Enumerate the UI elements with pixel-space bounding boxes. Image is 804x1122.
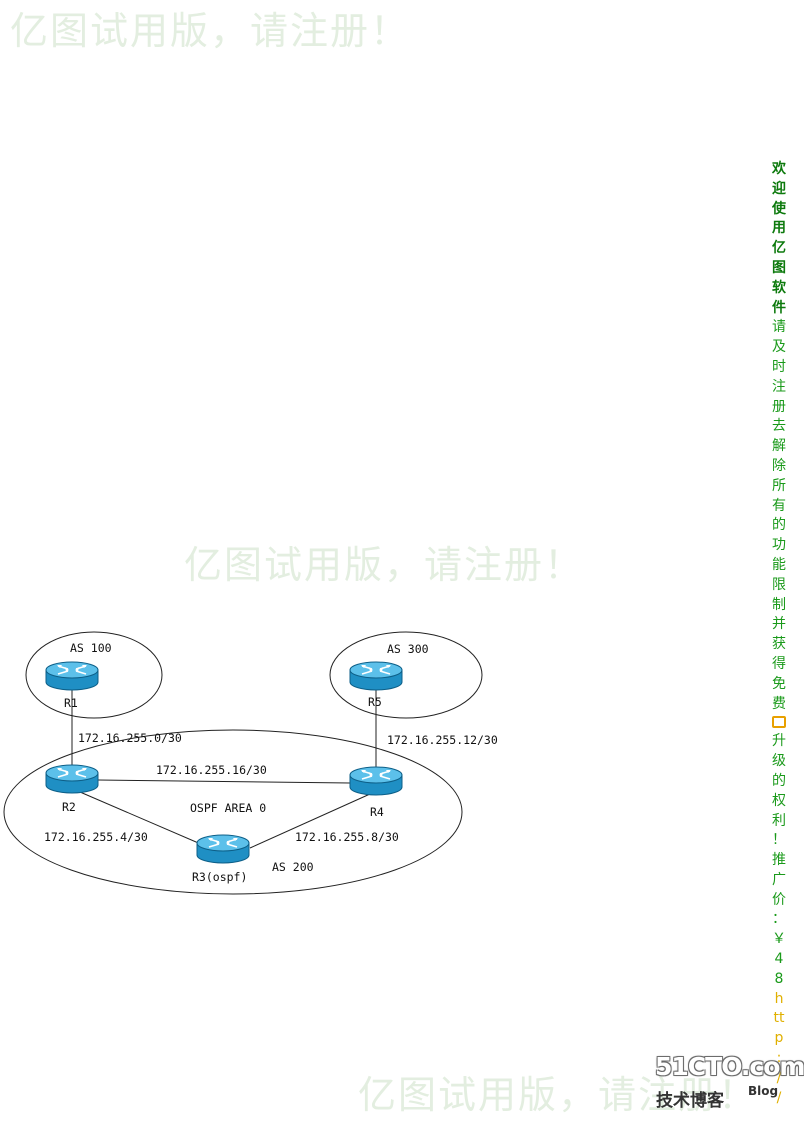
sidebar-char: 请 (772, 319, 786, 336)
watermark-top: 亿图试用版，请注册！ (10, 9, 411, 53)
sidebar-char: 能 (772, 556, 786, 573)
sidebar-char: 件 (772, 299, 786, 316)
sidebar-marker-icon (768, 714, 790, 732)
sidebar-char: p (774, 1030, 784, 1047)
logo-main-text: 51CTO.com (655, 1052, 804, 1081)
as200-boundary (3, 729, 463, 895)
sidebar-char: 及 (772, 339, 786, 356)
router-r4-icon (349, 766, 403, 796)
trial-notice-sidebar: 欢迎使用亿图软件请及时注册去解除所有的功能限制并获得免费升级的权利！推广价：￥4… (768, 160, 790, 1108)
sidebar-char: 功 (772, 537, 786, 554)
router-r2-icon (45, 764, 99, 794)
sidebar-char: 制 (772, 596, 786, 613)
sidebar-char: ！ (772, 832, 786, 849)
logo-sub-text: 技术博客 (656, 1091, 724, 1111)
sidebar-char: 的 (772, 772, 786, 789)
sidebar-char: 费 (772, 695, 786, 712)
sidebar-char: tt (773, 1010, 785, 1027)
sidebar-char: h (774, 990, 784, 1007)
as300-label: AS 300 (387, 642, 429, 656)
sidebar-char: 去 (772, 418, 786, 435)
watermark-middle: 亿图试用版，请注册！ (184, 543, 585, 587)
sidebar-char: 亿 (772, 240, 786, 257)
link-label-r2-r3: 172.16.255.4/30 (44, 830, 148, 844)
link-label-r2-r4: 172.16.255.16/30 (156, 763, 267, 777)
sidebar-char: 迎 (772, 180, 786, 197)
sidebar-char: 所 (772, 477, 786, 494)
sidebar-char: / (776, 1069, 782, 1086)
link-label-r5-r4: 172.16.255.12/30 (387, 733, 498, 747)
router-r5-icon (349, 661, 403, 691)
sidebar-char: 推 (772, 852, 786, 869)
as200-label: AS 200 (272, 860, 314, 874)
sidebar-char: 免 (772, 675, 786, 692)
sidebar-char: 4 (774, 951, 784, 968)
router-r1-label: R1 (64, 696, 78, 710)
sidebar-char: 广 (772, 871, 786, 888)
link-r3-r4 (249, 793, 371, 849)
sidebar-char: 级 (772, 753, 786, 770)
sidebar-char: 软 (772, 279, 786, 296)
sidebar-char: 注 (772, 378, 786, 395)
as100-boundary (25, 631, 163, 719)
sidebar-char: 欢 (772, 161, 786, 177)
link-r2-r3 (79, 791, 211, 849)
router-r1-icon (45, 661, 99, 691)
sidebar-char: 册 (772, 398, 786, 415)
sidebar-char: 使 (772, 200, 786, 217)
sidebar-char: / (776, 1089, 782, 1106)
as300-boundary (329, 631, 483, 719)
sidebar-char: 有 (772, 497, 786, 514)
link-label-r1-r2: 172.16.255.0/30 (78, 731, 182, 745)
logo-blog-text: Blog (748, 1084, 779, 1098)
51cto-logo: 51CTO.com 技术博客 Blog (655, 1052, 804, 1112)
sidebar-char: 价 (772, 891, 786, 908)
sidebar-char: 获 (772, 636, 786, 653)
as100-label: AS 100 (70, 641, 112, 655)
watermark-bottom: 亿图试用版，请注册！ (358, 1073, 759, 1117)
sidebar-char: 解 (772, 438, 786, 455)
sidebar-char: 限 (772, 576, 786, 593)
ospf-area-label: OSPF AREA 0 (190, 801, 266, 815)
sidebar-char: : (776, 1050, 782, 1067)
router-r3-icon (196, 834, 250, 864)
sidebar-char: ： (772, 911, 786, 928)
sidebar-char: 得 (772, 655, 786, 672)
router-r3-label: R3(ospf) (192, 870, 247, 884)
sidebar-char: 权 (772, 792, 786, 809)
router-r2-label: R2 (62, 800, 76, 814)
sidebar-char: ￥ (772, 931, 786, 948)
sidebar-char: 升 (772, 733, 786, 750)
sidebar-char: 时 (772, 358, 786, 375)
link-r2-r4 (97, 779, 351, 784)
link-label-r3-r4: 172.16.255.8/30 (295, 830, 399, 844)
sidebar-char: 利 (772, 812, 786, 829)
sidebar-char: 用 (772, 220, 786, 237)
sidebar-char: 除 (772, 457, 786, 474)
sidebar-char: 8 (774, 970, 784, 987)
sidebar-char: 并 (772, 616, 786, 633)
sidebar-char: 图 (772, 259, 786, 276)
router-r4-label: R4 (370, 805, 384, 819)
sidebar-char: 的 (772, 517, 786, 534)
router-r5-label: R5 (368, 695, 382, 709)
